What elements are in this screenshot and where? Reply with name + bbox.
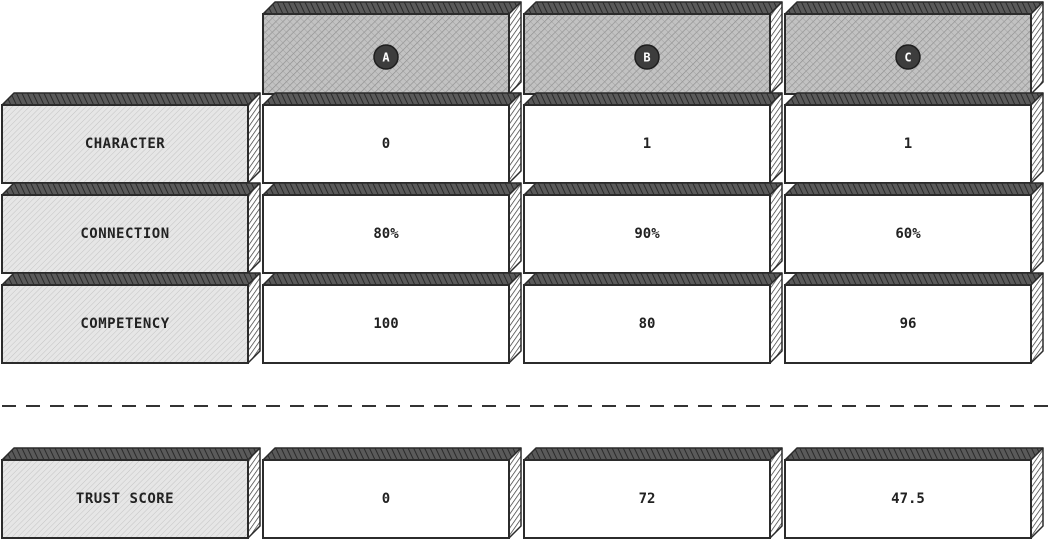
total-cell-b [523, 447, 783, 539]
row-label-connection: CONNECTION [80, 226, 169, 242]
cell-character-b [523, 92, 783, 184]
cell-character-c [784, 92, 1044, 184]
cell-connection-b [523, 182, 783, 274]
cell-connection-c [784, 182, 1044, 274]
cell-value: 1 [904, 136, 912, 152]
cell-value: 100 [373, 316, 398, 332]
total-cell-a [262, 447, 522, 539]
cell-value: 1 [643, 136, 651, 152]
cell-value: 60% [895, 226, 921, 242]
total-value: 0 [382, 491, 390, 507]
total-value: 47.5 [891, 491, 925, 507]
cell-value: 96 [900, 316, 917, 332]
total-label: TRUST SCORE [76, 491, 174, 507]
cell-value: 90% [634, 226, 660, 242]
row-label-competency: COMPETENCY [80, 316, 169, 332]
total-cell-c [784, 447, 1044, 539]
column-badge-a [373, 44, 399, 70]
total-value: 72 [639, 491, 656, 507]
column-badge-label: A [382, 51, 390, 65]
cell-competency-c [784, 272, 1044, 364]
column-badge-label: B [643, 51, 650, 65]
row-label-box-competency [1, 272, 261, 364]
cell-competency-b [523, 272, 783, 364]
cell-value: 80% [373, 226, 399, 242]
cell-competency-a [262, 272, 522, 364]
cell-character-a [262, 92, 522, 184]
cell-connection-a [262, 182, 522, 274]
column-badge-label: C [904, 51, 911, 65]
cell-value: 0 [382, 136, 390, 152]
row-label-box-connection [1, 182, 261, 274]
cell-value: 80 [639, 316, 656, 332]
row-label-character: CHARACTER [85, 136, 165, 152]
total-label-box [1, 447, 261, 539]
column-badge-b [634, 44, 660, 70]
row-label-box-character [1, 92, 261, 184]
column-badge-c [895, 44, 921, 70]
